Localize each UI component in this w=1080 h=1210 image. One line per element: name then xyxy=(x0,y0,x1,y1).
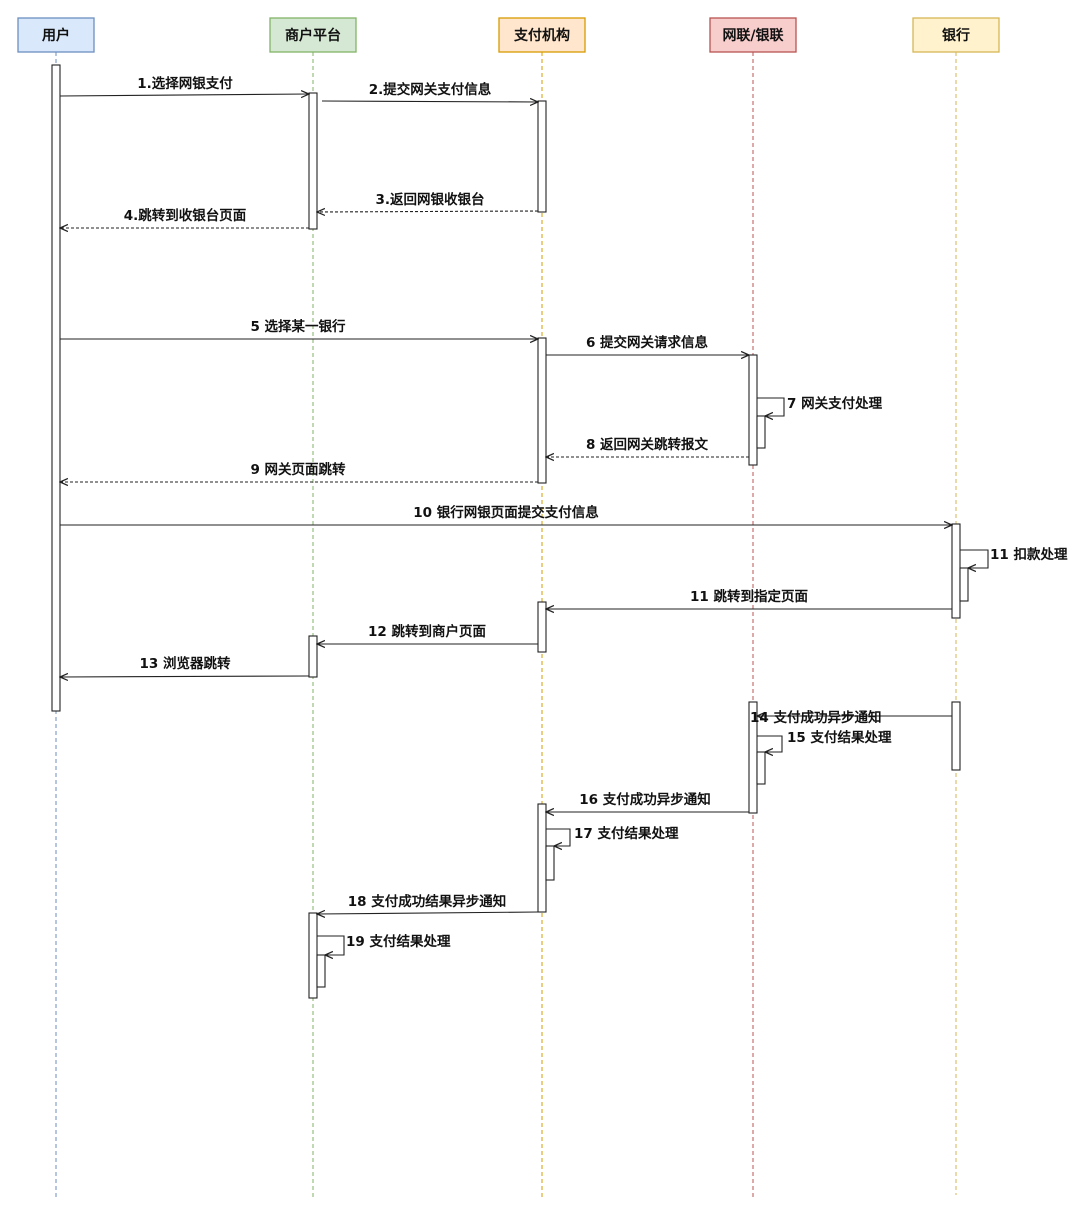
arrow-m15-self xyxy=(757,735,783,752)
activation-payment-2 xyxy=(537,337,547,484)
label-m10: 10 银行网银页面提交支付信息 xyxy=(413,504,599,521)
actor-payment: 支付机构 xyxy=(498,17,586,53)
actor-payment-label: 支付机构 xyxy=(513,27,570,44)
arrow-m11a-self xyxy=(960,549,989,568)
activation-payment-4b xyxy=(545,845,555,881)
label-m1: 1.选择网银支付 xyxy=(137,75,233,92)
activation-merchant-1 xyxy=(308,92,318,230)
arrow-m7-self xyxy=(757,397,785,416)
label-m13: 13 浏览器跳转 xyxy=(140,655,231,672)
actor-user-label: 用户 xyxy=(42,27,70,44)
arrow-m3 xyxy=(317,211,539,212)
actor-unionpay: 网联/银联 xyxy=(709,17,797,53)
label-m14: 14 支付成功异步通知 xyxy=(750,709,882,726)
label-m11a: 11 扣款处理 xyxy=(990,546,1068,563)
actor-unionpay-label: 网联/银联 xyxy=(722,27,784,44)
activation-bank-1b xyxy=(959,567,969,602)
label-m2: 2.提交网关支付信息 xyxy=(369,81,492,98)
label-m16: 16 支付成功异步通知 xyxy=(579,791,711,808)
label-m8: 8 返回网关跳转报文 xyxy=(586,436,709,453)
label-m11b: 11 跳转到指定页面 xyxy=(690,588,808,605)
activation-unionpay-1 xyxy=(748,354,758,466)
actor-user: 用户 xyxy=(17,17,95,53)
actor-bank: 银行 xyxy=(912,17,1000,53)
activation-bank-2 xyxy=(951,701,961,771)
label-m15: 15 支付结果处理 xyxy=(787,729,892,746)
label-m7: 7 网关支付处理 xyxy=(787,395,883,412)
arrow-m18 xyxy=(317,912,539,914)
label-m3: 3.返回网银收银台 xyxy=(375,191,484,208)
actor-bank-label: 银行 xyxy=(942,27,970,44)
label-m9: 9 网关页面跳转 xyxy=(250,461,346,478)
activation-unionpay-2b xyxy=(756,751,766,785)
arrow-m2 xyxy=(321,101,538,102)
arrow-m13 xyxy=(60,676,310,677)
label-m18: 18 支付成功结果异步通知 xyxy=(348,893,507,910)
label-m5: 5 选择某一银行 xyxy=(250,318,346,335)
label-m6: 6 提交网关请求信息 xyxy=(586,334,709,351)
activation-payment-1 xyxy=(537,100,547,213)
activation-unionpay-1b xyxy=(756,415,766,449)
arrow-m17-self xyxy=(546,828,571,846)
activation-bank-1 xyxy=(951,523,961,619)
label-m17: 17 支付结果处理 xyxy=(574,825,679,842)
activation-payment-4 xyxy=(537,803,547,913)
activation-user xyxy=(51,64,61,712)
actor-merchant-label: 商户平台 xyxy=(285,27,341,44)
activation-payment-3 xyxy=(537,601,547,653)
activation-merchant-3b xyxy=(316,954,326,988)
activation-merchant-2 xyxy=(308,635,318,678)
activation-merchant-3 xyxy=(308,912,318,999)
actor-merchant: 商户平台 xyxy=(269,17,357,53)
label-m12: 12 跳转到商户页面 xyxy=(368,623,486,640)
label-m4: 4.跳转到收银台页面 xyxy=(124,207,247,224)
arrow-m1 xyxy=(59,94,309,96)
label-m19: 19 支付结果处理 xyxy=(346,933,451,950)
arrow-m19-self xyxy=(317,935,345,955)
